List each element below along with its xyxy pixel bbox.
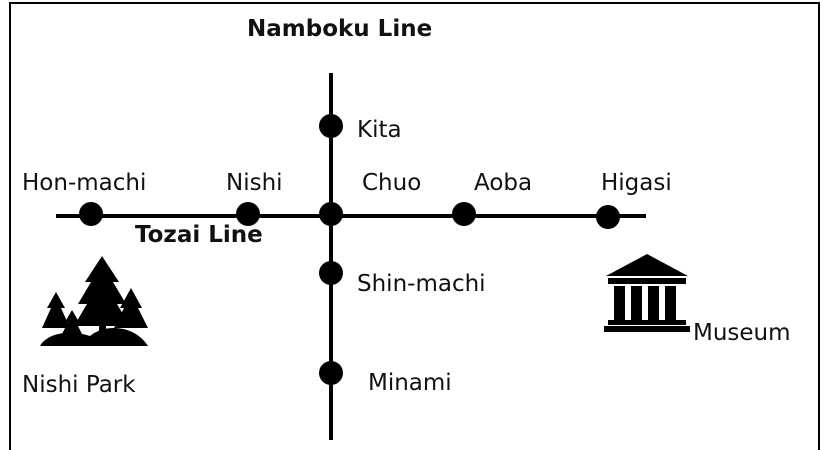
station-dot-chuo[interactable]	[319, 202, 343, 226]
station-dot-nishi[interactable]	[236, 202, 260, 226]
park-label: Nishi Park	[22, 372, 136, 398]
station-dot-shin-machi[interactable]	[319, 261, 343, 285]
forest-icon	[40, 256, 148, 346]
station-label-nishi: Nishi	[226, 170, 283, 196]
map-frame	[9, 2, 820, 450]
station-label-aoba: Aoba	[474, 170, 533, 196]
station-label-kita: Kita	[357, 117, 402, 143]
station-label-hon-machi: Hon-machi	[22, 170, 147, 196]
station-label-shin-machi: Shin-machi	[357, 271, 486, 297]
museum-label: Museum	[693, 320, 791, 346]
station-label-minami: Minami	[368, 370, 452, 396]
station-label-higasi: Higasi	[601, 170, 672, 196]
station-dot-hon-machi[interactable]	[79, 202, 103, 226]
namboku-line-label: Namboku Line	[247, 16, 433, 42]
tozai-line-label: Tozai Line	[135, 222, 263, 248]
station-label-chuo: Chuo	[362, 170, 422, 196]
station-dot-minami[interactable]	[319, 361, 343, 385]
station-dot-higasi[interactable]	[596, 205, 620, 229]
station-dot-aoba[interactable]	[452, 202, 476, 226]
station-dot-kita[interactable]	[319, 114, 343, 138]
museum-icon	[604, 254, 690, 332]
